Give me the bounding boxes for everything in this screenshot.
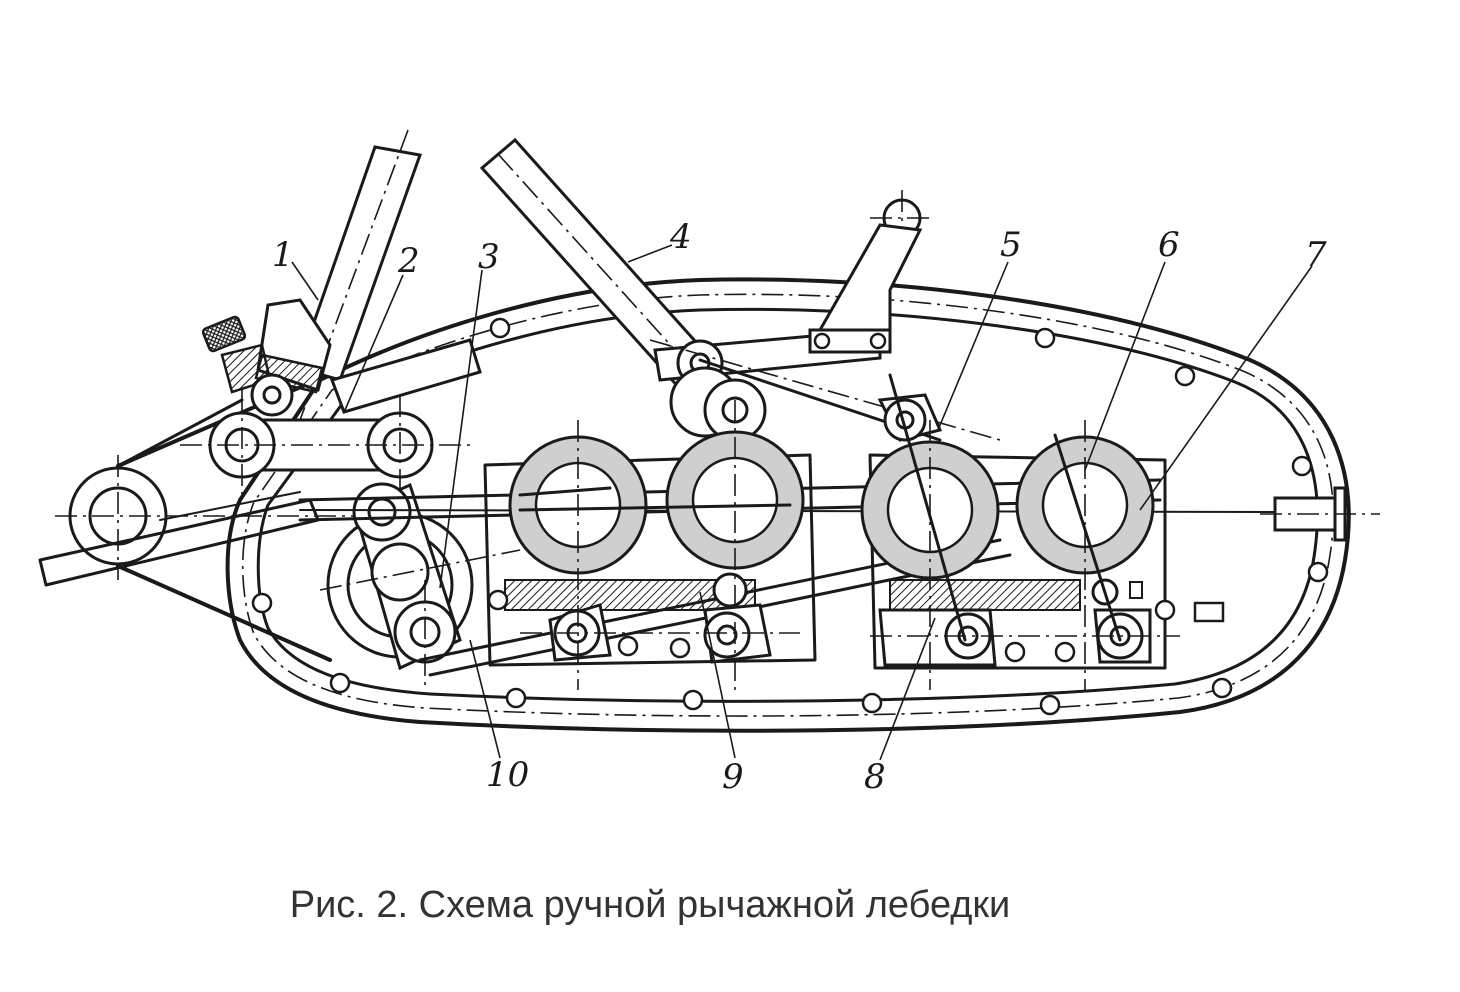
housing-bolts — [251, 317, 1329, 716]
rods — [298, 358, 1380, 677]
left-carriage — [483, 400, 817, 690]
lever-handle-1 — [201, 129, 423, 421]
hook-block — [38, 368, 400, 662]
label-10: 10 — [486, 755, 529, 795]
label-9: 9 — [722, 757, 744, 797]
drum-assembly — [319, 482, 521, 690]
part-labels: 1 2 3 4 5 6 7 8 9 10 — [272, 217, 1327, 797]
pawl-bracket — [808, 190, 935, 354]
link-2 — [180, 338, 482, 500]
label-5: 5 — [1000, 225, 1022, 265]
housing-bolt-line — [241, 293, 1335, 717]
label-1: 1 — [272, 235, 294, 275]
label-7: 7 — [1305, 235, 1327, 275]
label-3: 3 — [478, 237, 500, 277]
lever-handle-4 — [479, 137, 1001, 442]
housing-outer — [225, 277, 1351, 733]
label-8: 8 — [864, 757, 886, 797]
right-carriage — [860, 373, 1225, 690]
label-6: 6 — [1158, 225, 1180, 265]
label-2: 2 — [397, 241, 420, 281]
label-4: 4 — [669, 217, 692, 257]
figure-caption: Рис. 2. Схема ручной рычажной лебедки — [289, 884, 1011, 926]
